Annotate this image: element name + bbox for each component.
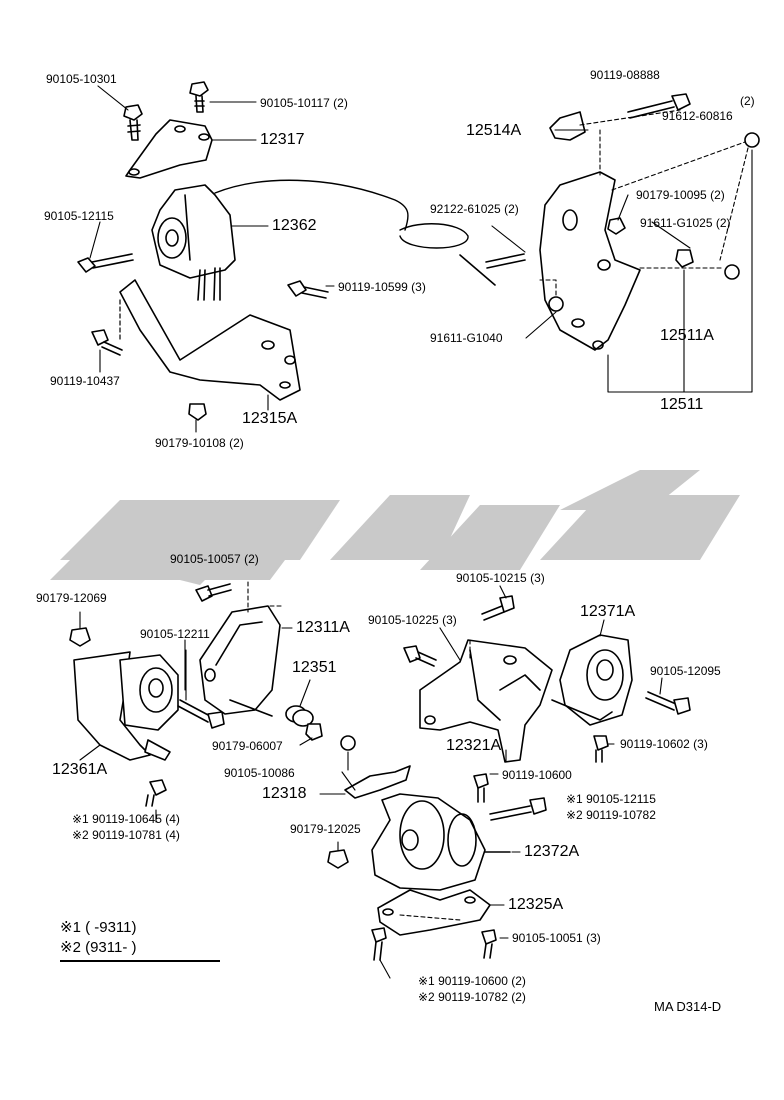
label-90105-10057: 90105-10057 (2) <box>170 552 259 566</box>
bolt-90105-12095 <box>645 691 691 715</box>
label-90105-10225: 90105-10225 (3) <box>368 613 457 627</box>
date-legend: ※1 ( -9311) ※2 (9311- ) <box>60 918 230 962</box>
label-12315A: 12315A <box>242 410 298 427</box>
label-90179-10095: 90179-10095 (2) <box>636 188 725 202</box>
label-90119-10602: 90119-10602 (3) <box>620 737 708 751</box>
label-91612-60816-qty: (2) <box>740 94 755 108</box>
label-90119-08888: 90119-08888 <box>590 68 660 82</box>
mount-group-bottom-right <box>327 595 691 961</box>
bolt-90105-10225 <box>403 645 437 667</box>
bolt-90105-10117 <box>189 81 209 113</box>
bolt-90105-10215 <box>481 595 515 621</box>
nut-90179-10095 <box>607 217 626 235</box>
label-90105-12211: 90105-12211 <box>140 627 210 641</box>
label-12325A: 12325A <box>508 896 564 913</box>
bolt-90105-10301 <box>123 104 143 141</box>
diagram-code: MA D314-D <box>654 999 722 1014</box>
bolt-90105-12211 <box>177 699 225 729</box>
bracket-12511A <box>539 171 641 351</box>
insulator-12361A <box>119 654 179 731</box>
hose <box>214 179 409 231</box>
label-90119-10437: 90119-10437 <box>50 374 120 388</box>
label-90179-06007: 90179-06007 <box>212 739 283 753</box>
nut-90179-10108 <box>188 403 207 421</box>
label-90119-10600-b: ※1 90119-10600 (2) <box>418 974 526 988</box>
bracket-12514A <box>549 111 586 141</box>
label-12371A: 12371A <box>580 603 636 620</box>
label-90119-10782-b: ※2 90119-10782 (2) <box>418 990 526 1004</box>
label-92122-61025: 92122-61025 (2) <box>430 202 519 216</box>
bolt-90105-12115-b <box>489 797 547 821</box>
legend-row-1: ※1 ( -9311) <box>60 919 137 936</box>
mount-12371A <box>551 634 633 726</box>
nut-90179-06007 <box>305 723 323 741</box>
bolt-92122-61025 <box>485 253 526 269</box>
label-91612-60816: 91612-60816 <box>662 109 733 123</box>
label-90105-12115-b: ※1 90105-12115 <box>566 792 656 806</box>
label-12351: 12351 <box>292 659 337 676</box>
marker-b <box>340 132 760 751</box>
legend-row-2: ※2 (9311- ) <box>60 939 137 956</box>
bracket-12318 <box>344 765 411 799</box>
bracket-12315A <box>119 279 301 401</box>
leader-lines <box>79 85 691 979</box>
label-12361A: 12361A <box>52 761 108 778</box>
bracket-12311A <box>199 605 281 715</box>
label-90105-10301: 90105-10301 <box>46 72 117 86</box>
engine-mount-12362 <box>151 184 236 301</box>
bolt-90119-10599 <box>287 280 329 299</box>
bolt-90105-10057 <box>195 583 232 602</box>
label-12318: 12318 <box>262 785 307 802</box>
label-12511A: 12511A <box>660 327 714 344</box>
watermark <box>50 470 740 585</box>
label-90105-12095: 90105-12095 <box>650 664 721 678</box>
mount-group-bottom-left <box>69 581 411 807</box>
label-90105-10086: 90105-10086 <box>224 766 295 780</box>
bolt-90119-10600 <box>473 773 489 803</box>
legend-rule <box>60 960 220 962</box>
bushing-91611-G1025 <box>675 249 694 268</box>
bolt-90119-10437 <box>91 329 123 356</box>
label-12311A: 12311A <box>296 619 350 636</box>
bolt-90119-10645 <box>145 779 167 807</box>
bolt-90119-10602 <box>593 735 609 763</box>
label-90179-12069: 90179-12069 <box>36 591 107 605</box>
label-12511: 12511 <box>660 396 704 413</box>
label-90105-10215: 90105-10215 (3) <box>456 571 545 585</box>
label-90105-12115: 90105-12115 <box>44 209 114 223</box>
mount-group-top-right <box>340 93 760 751</box>
bracket-12325A <box>377 889 491 936</box>
label-90119-10782: ※2 90119-10782 <box>566 808 656 822</box>
mount-group-top-left <box>77 81 496 421</box>
label-12317: 12317 <box>260 131 305 148</box>
label-90179-12025: 90179-12025 <box>290 822 361 836</box>
bracket-12317 <box>125 119 213 179</box>
mount-12372A <box>371 793 511 891</box>
nut-90179-12025 <box>327 849 349 869</box>
label-90119-10645: ※1 90119-10645 (4) <box>72 812 180 826</box>
label-12321A: 12321A <box>446 737 502 754</box>
bolt-90119-10600-b <box>371 927 387 961</box>
label-90119-10600: 90119-10600 <box>502 768 572 782</box>
label-12362: 12362 <box>272 217 317 234</box>
bolt-90105-12115 <box>77 253 134 273</box>
damper-12351 <box>285 705 314 727</box>
label-90105-10117: 90105-10117 (2) <box>260 96 348 110</box>
bracket-12321A <box>419 639 553 763</box>
bolt-90105-10051 <box>481 929 497 959</box>
nut-90179-12069 <box>69 627 91 647</box>
label-91611-G1025: 91611-G1025 (2) <box>640 216 731 230</box>
label-90119-10599: 90119-10599 (3) <box>338 280 426 294</box>
label-12514A: 12514A <box>466 122 522 139</box>
label-90119-10781: ※2 90119-10781 (4) <box>72 828 180 842</box>
label-90105-10051: 90105-10051 (3) <box>512 931 601 945</box>
label-12372A: 12372A <box>524 843 580 860</box>
label-91611-G1040: 91611-G1040 <box>430 331 503 345</box>
label-90179-10108: 90179-10108 (2) <box>155 436 244 450</box>
